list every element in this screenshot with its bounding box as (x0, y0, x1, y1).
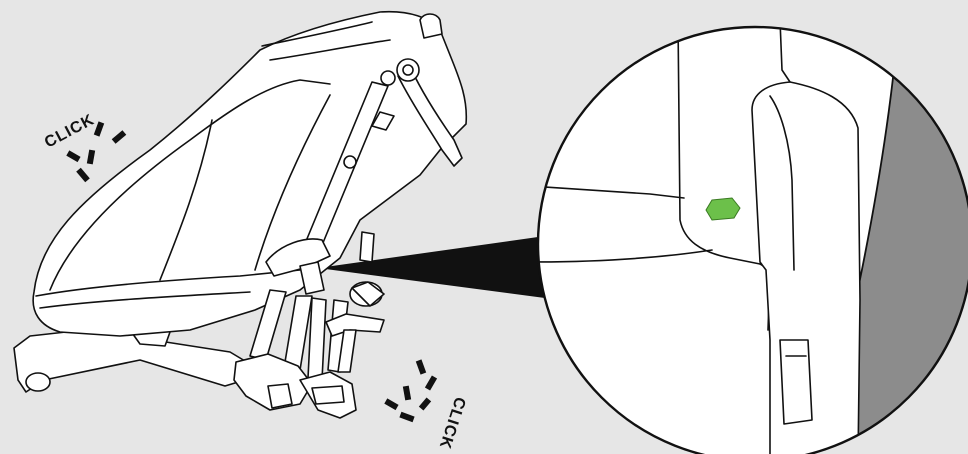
click-burst-icon (66, 121, 127, 183)
click-label-top-left: CLICK (42, 111, 98, 151)
click-text-bottom-right: CLICK (436, 395, 469, 452)
detail-zoom-view (536, 25, 968, 454)
click-label-bottom-right: CLICK (436, 395, 469, 452)
green-indicator-icon (705, 197, 741, 221)
callout-wedge (318, 236, 560, 300)
folded-seat (13, 10, 468, 419)
click-text-top-left: CLICK (42, 111, 98, 151)
click-burst-icon (384, 359, 438, 423)
